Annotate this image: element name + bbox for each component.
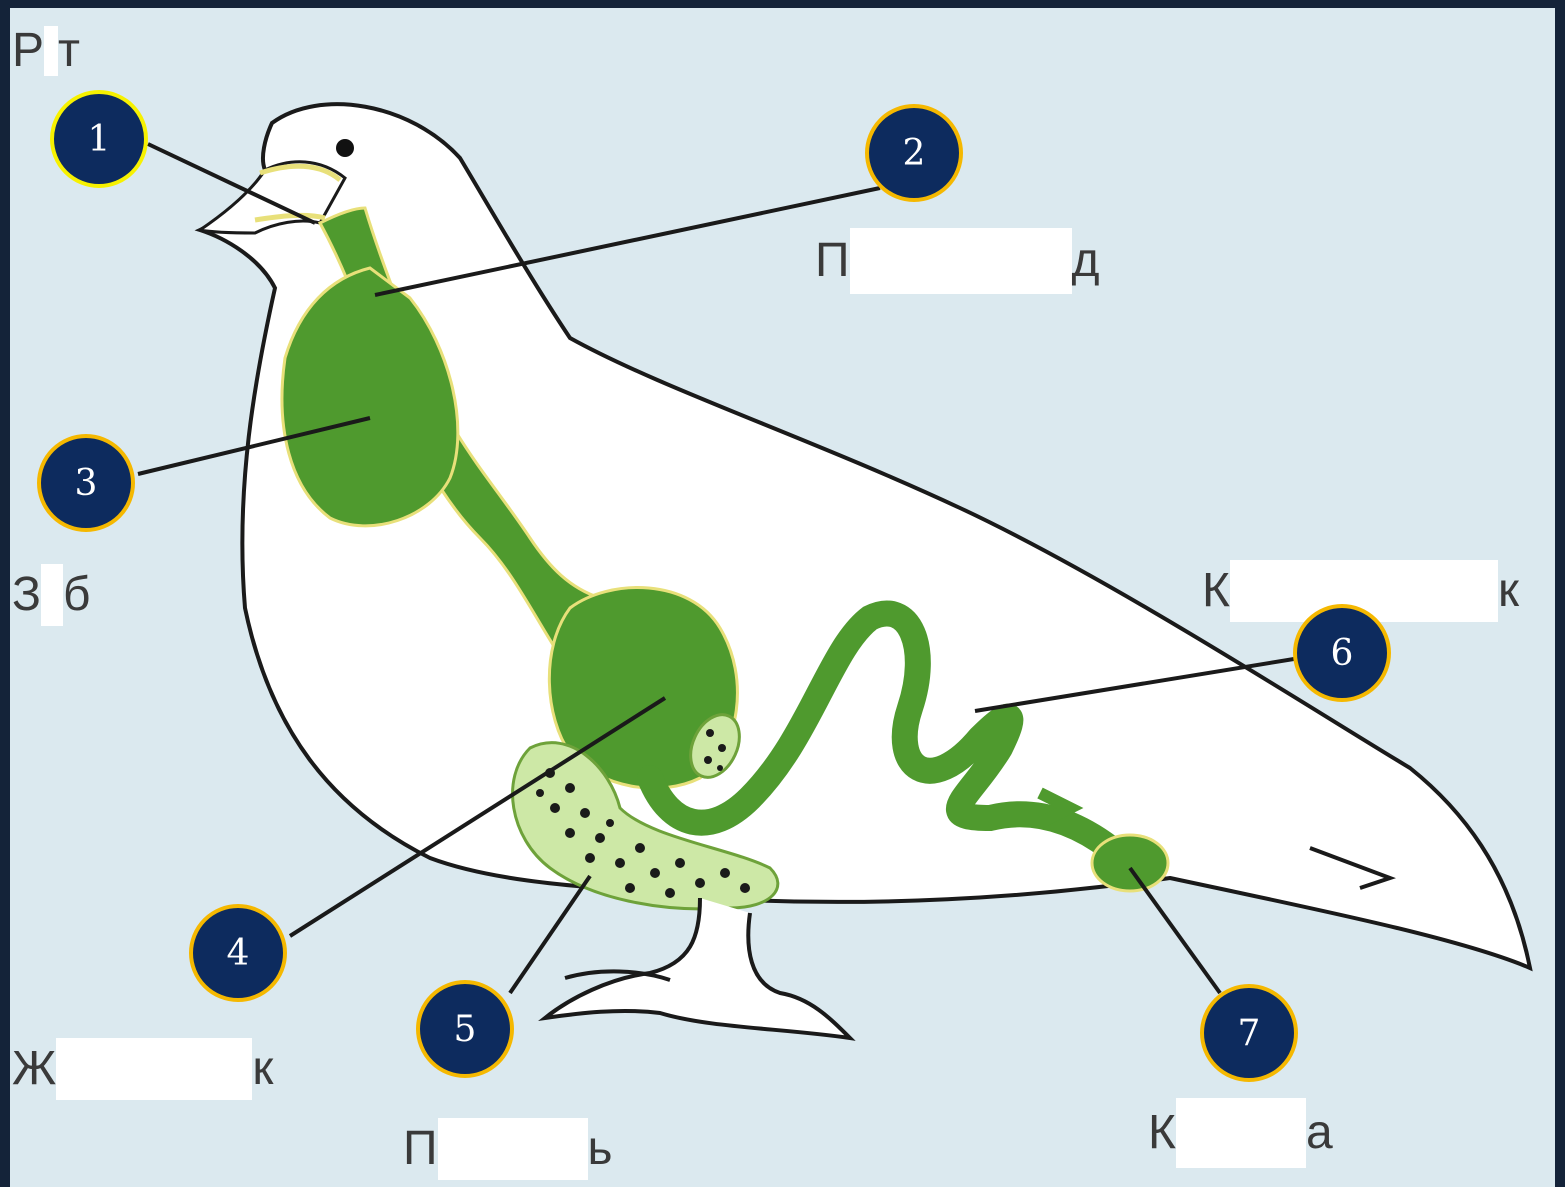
label-esophagus-last: д (1072, 237, 1100, 285)
label-mouth-last: т (58, 27, 80, 75)
label-stomach-last: к (252, 1045, 273, 1093)
badge-3[interactable]: 3 (37, 434, 135, 532)
label-mouth-first: Р (12, 27, 44, 75)
label-liver-blank[interactable] (438, 1118, 588, 1180)
label-crop-last: б (63, 571, 91, 619)
label-cloaca-blank[interactable] (1176, 1098, 1306, 1168)
badge-2[interactable]: 2 (865, 104, 963, 202)
label-crop-blank[interactable] (41, 564, 63, 626)
label-liver-first: П (403, 1125, 438, 1173)
label-crop-first: З (12, 571, 41, 619)
badge-6[interactable]: 6 (1293, 604, 1391, 702)
label-cloaca-last: а (1306, 1109, 1333, 1157)
label-intestine-first: К (1202, 567, 1230, 615)
label-esophagus-blank[interactable] (850, 228, 1072, 294)
badge-1[interactable]: 1 (50, 90, 148, 188)
label-mouth-blank[interactable] (44, 26, 58, 76)
eye (336, 139, 354, 157)
label-stomach-first: Ж (12, 1045, 56, 1093)
label-intestine-last: к (1498, 567, 1519, 615)
label-cloaca-first: К (1148, 1109, 1176, 1157)
badge-7[interactable]: 7 (1200, 984, 1298, 1082)
badge-5[interactable]: 5 (416, 980, 514, 1078)
label-stomach-blank[interactable] (56, 1038, 252, 1100)
badge-4[interactable]: 4 (189, 904, 287, 1002)
cloaca-shape (1092, 835, 1168, 891)
label-liver-last: ь (588, 1125, 613, 1173)
label-esophagus-first: П (815, 237, 850, 285)
pigeon-foot (545, 898, 850, 1038)
